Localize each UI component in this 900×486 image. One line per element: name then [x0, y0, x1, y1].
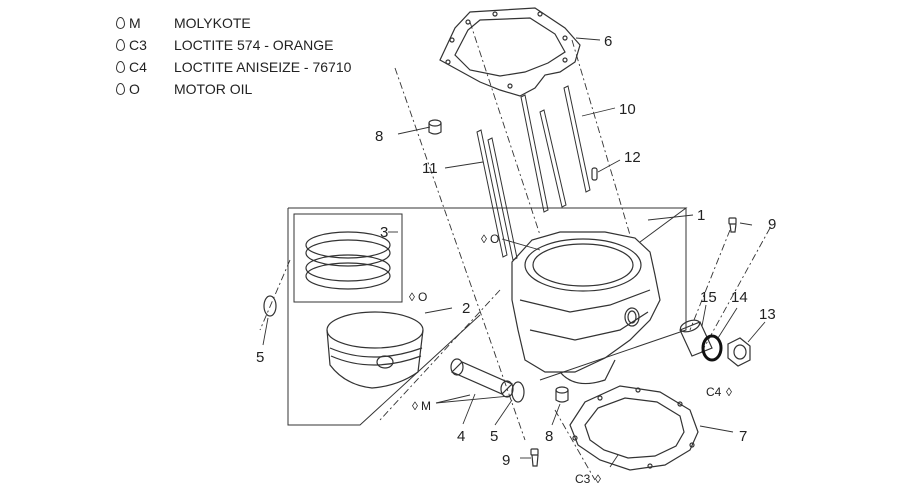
sleeve — [679, 319, 713, 357]
small-pin — [591, 167, 598, 181]
piston-pin — [450, 358, 514, 398]
head-gasket — [439, 7, 581, 97]
screw-top — [728, 217, 737, 233]
assembly-frame-right — [539, 208, 687, 381]
callout-4: 4 — [457, 428, 465, 445]
legend-description: LOCTITE 574 - ORANGE — [174, 37, 334, 53]
legend-description: MOTOR OIL — [174, 81, 253, 97]
callout-3: 3 — [380, 224, 388, 241]
callout-2: 2 — [462, 300, 470, 317]
drop-icon: ◊ — [412, 399, 418, 413]
callout-7: 7 — [739, 428, 747, 445]
callout-5-right: 5 — [490, 428, 498, 445]
lube-mark-piston-oil: O — [418, 290, 427, 304]
o-ring — [701, 334, 723, 362]
callout-15: 15 — [700, 289, 717, 306]
callout-9-top: 9 — [768, 216, 776, 233]
lube-mark-cylinder-oil: O — [490, 232, 499, 246]
callout-5-left: 5 — [256, 349, 264, 366]
drop-icon — [116, 39, 125, 51]
drop-icon — [116, 17, 125, 29]
plug — [727, 337, 751, 367]
callout-6: 6 — [604, 33, 612, 50]
callout-13: 13 — [759, 306, 776, 323]
callout-1: 1 — [697, 207, 705, 224]
assembly-frame-left — [287, 208, 481, 426]
drop-icon — [116, 83, 125, 95]
callout-12: 12 — [624, 149, 641, 166]
circlip-left — [263, 295, 277, 317]
piston — [326, 311, 424, 389]
callout-9-bottom: 9 — [502, 452, 510, 469]
screw-bottom — [530, 448, 539, 467]
callout-8-bottom: 8 — [545, 428, 553, 445]
drop-icon: ◊ — [726, 385, 732, 399]
piston-rings — [305, 231, 391, 290]
lube-mark-pin-moly: M — [421, 399, 431, 413]
callout-10: 10 — [619, 101, 636, 118]
lube-marks: ◊ O ◊ O ◊ M C4 ◊ C3 ◊ — [409, 232, 732, 486]
assembly-axis-lines — [259, 21, 771, 481]
lube-mark-plug-c4: C4 — [706, 385, 722, 399]
legend-code: O — [129, 81, 140, 97]
circlip-right — [511, 381, 525, 403]
dowel-top — [428, 119, 442, 135]
legend-description: MOLYKOTE — [174, 15, 251, 31]
drop-icon: ◊ — [409, 290, 415, 304]
drop-icon — [116, 61, 125, 73]
cylinder-studs — [476, 85, 591, 261]
piston-ring-box — [293, 213, 403, 303]
callout-11: 11 — [422, 160, 438, 177]
drop-icon: ◊ — [595, 472, 601, 486]
legend-code: C3 — [129, 37, 147, 53]
base-gasket — [569, 385, 699, 471]
assembly-frame — [288, 207, 688, 243]
legend-code: M — [129, 15, 141, 31]
legend-description: LOCTITE ANISEIZE - 76710 — [174, 59, 352, 75]
callout-8-top: 8 — [375, 128, 383, 145]
callout-numbers: 6 8 10 11 12 1 9 3 2 5 15 14 13 4 5 8 7 … — [256, 33, 776, 469]
drop-icon: ◊ — [481, 232, 487, 246]
callout-14: 14 — [731, 289, 748, 306]
dowel-bottom — [555, 386, 569, 403]
legend-code: C4 — [129, 59, 147, 75]
leader-lines — [262, 37, 766, 468]
lube-mark-gasket-c3: C3 — [575, 472, 591, 486]
cylinder-block — [511, 231, 661, 385]
